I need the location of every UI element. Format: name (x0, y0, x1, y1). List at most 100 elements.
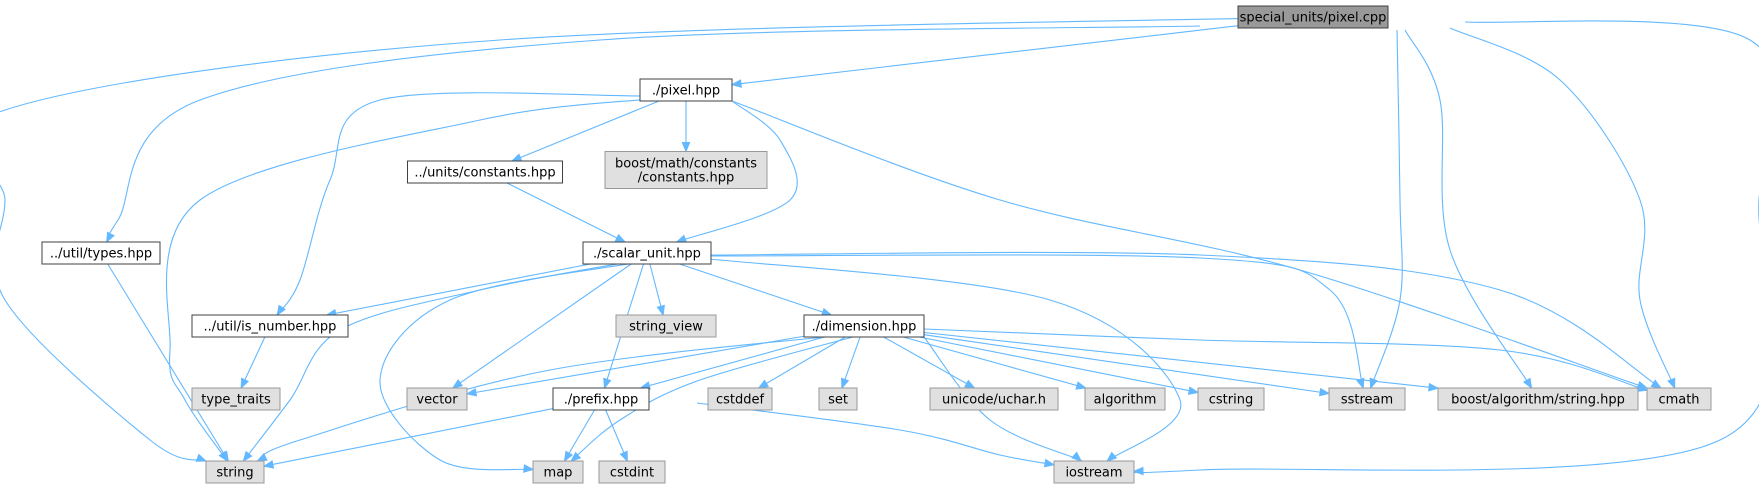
edge-dimension-hpp-to-sstream (923, 334, 1331, 397)
node-boost-string-box (1437, 387, 1639, 411)
edge-scalar-unit-hpp-to-iostream (699, 257, 1182, 462)
node-constants-hpp-label: ../units/constants.hpp (414, 166, 555, 181)
edge-scalar-unit-hpp-to-string-arrowhead (242, 450, 253, 463)
edge-pixel-hpp-to-is-number-hpp-line (276, 92, 646, 316)
node-uchar-h: unicode/uchar.h (929, 387, 1059, 411)
node-is-number-hpp[interactable]: ../util/is_number.hpp (191, 314, 349, 338)
node-string-box (205, 460, 265, 484)
edge-prefix-hpp-to-map-line (564, 409, 595, 462)
edge-dimension-hpp-to-cstring-line (919, 336, 1199, 393)
edge-dimension-hpp-to-set (841, 336, 861, 390)
node-cmath-label: cmath (1658, 393, 1699, 408)
edge-dimension-hpp-to-uchar-h (883, 336, 976, 389)
edge-dimension-hpp-to-string-arrowhead (256, 452, 268, 462)
edge-root-to-iostream-line (1133, 20, 1759, 474)
node-string: string (205, 460, 265, 484)
edge-root-to-string-line (0, 16, 1314, 462)
node-cstddef-box (707, 387, 773, 411)
node-vector-label: vector (416, 393, 458, 408)
node-map-label: map (544, 466, 573, 481)
node-sstream: sstream (1328, 387, 1406, 411)
edge-scalar-unit-hpp-to-is-number-hpp (325, 263, 591, 318)
edge-dimension-hpp-to-cstddef-arrowhead (757, 379, 770, 389)
edge-constants-hpp-to-scalar-unit-hpp (506, 182, 627, 243)
node-cstdint-box (598, 460, 666, 484)
edge-prefix-hpp-to-cstdint-arrowhead (619, 450, 628, 463)
node-dimension-hpp[interactable]: ./dimension.hpp (803, 314, 925, 338)
edge-dimension-hpp-to-algorithm (903, 336, 1087, 390)
edge-dimension-hpp-to-prefix-hpp (639, 336, 825, 390)
node-uchar-h-label: unicode/uchar.h (942, 393, 1046, 408)
node-constants-hpp-box (407, 160, 563, 184)
edge-root-to-pixel-hpp (730, 25, 1239, 88)
edge-pixel-hpp-to-string-line (166, 97, 663, 462)
node-boost-string: boost/algorithm/string.hpp (1437, 387, 1639, 411)
node-scalar-unit-hpp-box (582, 241, 712, 265)
edge-scalar-unit-hpp-to-vector-line (452, 263, 632, 389)
edge-pixel-hpp-to-constants-hpp-line (511, 100, 660, 162)
edge-dimension-hpp-to-cstddef-line (758, 336, 846, 389)
edge-scalar-unit-hpp-to-vector-arrowhead (451, 379, 464, 389)
node-cstring-label: cstring (1209, 393, 1253, 408)
edge-pixel-hpp-to-cmath (731, 100, 1649, 390)
node-pixel-hpp-box (639, 78, 733, 102)
edge-dimension-hpp-to-vector-line (466, 335, 805, 395)
node-type-traits-label: type_traits (201, 393, 271, 408)
node-map: map (532, 460, 584, 484)
node-cmath-box (1646, 387, 1712, 411)
edge-dimension-hpp-to-sstream-arrowhead (1318, 387, 1331, 397)
edge-scalar-unit-hpp-to-string-view (649, 263, 665, 317)
edge-root-to-boost-string-line (1404, 29, 1532, 389)
edge-scalar-unit-hpp-to-sstream-line (710, 254, 1364, 389)
node-prefix-hpp[interactable]: ./prefix.hpp (552, 387, 650, 411)
edge-dimension-hpp-to-vector-arrowhead (465, 387, 478, 397)
edge-dimension-hpp-to-cstring-arrowhead (1187, 386, 1200, 395)
edge-dimension-hpp-to-cmath-line (923, 328, 1648, 391)
edge-dimension-hpp-to-string-line (257, 332, 865, 462)
node-boost-constants-label-line-2: /constants.hpp (638, 171, 735, 186)
node-scalar-unit-hpp[interactable]: ./scalar_unit.hpp (582, 241, 712, 265)
node-string-view: string_view (615, 314, 717, 338)
edge-is-number-hpp-to-type-traits (240, 336, 266, 390)
node-pixel-hpp[interactable]: ./pixel.hpp (639, 78, 733, 102)
node-cmath: cmath (1646, 387, 1712, 411)
node-iostream: iostream (1053, 460, 1135, 484)
node-root[interactable]: special_units/pixel.cpp (1237, 5, 1389, 29)
node-type-traits-box (191, 387, 281, 411)
edge-scalar-unit-hpp-to-map-line (379, 261, 641, 471)
edge-root-to-sstream-line (1370, 29, 1403, 389)
edge-scalar-unit-hpp-to-map (379, 261, 641, 473)
node-string-view-box (615, 314, 717, 338)
edge-scalar-unit-hpp-to-string-view-arrowhead (656, 304, 665, 317)
edge-dimension-hpp-to-algorithm-line (903, 336, 1086, 389)
edge-root-to-sstream (1369, 29, 1403, 390)
edge-scalar-unit-hpp-to-prefix-hpp-arrowhead (603, 377, 612, 390)
edge-root-to-string-arrowhead (195, 453, 208, 462)
node-constants-hpp[interactable]: ../units/constants.hpp (407, 160, 563, 184)
edge-dimension-hpp-to-map (570, 333, 865, 462)
node-root-box (1237, 5, 1389, 29)
edge-constants-hpp-to-scalar-unit-hpp-line (506, 182, 626, 243)
node-prefix-hpp-box (552, 387, 650, 411)
node-scalar-unit-hpp-label: ./scalar_unit.hpp (593, 247, 701, 262)
edge-root-to-pixel-hpp-line (731, 25, 1239, 86)
edge-pixel-hpp-to-is-number-hpp-arrowhead (276, 304, 286, 317)
edge-prefix-hpp-to-iostream-arrowhead (1043, 458, 1056, 468)
node-algorithm-label: algorithm (1094, 393, 1157, 408)
edge-dimension-hpp-to-string (256, 332, 865, 462)
edge-types-hpp-to-string (107, 263, 229, 463)
node-iostream-box (1053, 460, 1135, 484)
edge-pixel-hpp-to-cmath-line (731, 100, 1648, 389)
node-type-traits: type_traits (191, 387, 281, 411)
edge-pixel-hpp-to-scalar-unit-hpp-line (676, 100, 798, 243)
edge-constants-hpp-to-scalar-unit-hpp-arrowhead (614, 233, 627, 243)
node-set-label: set (828, 393, 848, 408)
edge-prefix-hpp-to-map (563, 409, 595, 463)
node-root-label: special_units/pixel.cpp (1240, 11, 1387, 26)
node-uchar-h-box (929, 387, 1059, 411)
node-types-hpp[interactable]: ../util/types.hpp (41, 241, 161, 265)
edge-scalar-unit-hpp-to-cmath-line (710, 251, 1662, 389)
edge-root-to-iostream-arrowhead (1132, 466, 1144, 476)
edge-dimension-hpp-to-cmath (923, 328, 1649, 392)
